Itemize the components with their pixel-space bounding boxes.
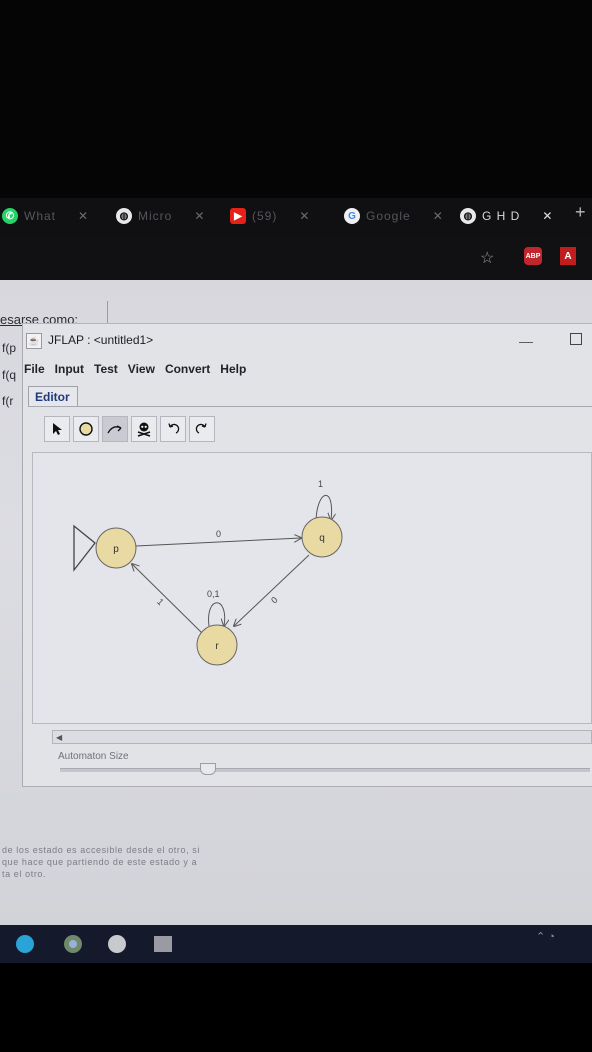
google-icon: G <box>344 208 360 224</box>
globe-icon: ◍ <box>116 208 132 224</box>
undo-tool[interactable] <box>160 416 186 442</box>
pdf-extension-icon[interactable]: A <box>560 247 576 265</box>
whatsapp-icon: ✆ <box>2 208 18 224</box>
transition-q-q[interactable] <box>315 494 332 521</box>
tab-label: Micro <box>138 209 173 223</box>
redo-tool[interactable] <box>189 416 215 442</box>
state-label: q <box>319 533 325 544</box>
close-icon[interactable]: ✕ <box>299 209 310 223</box>
document-text-line: de los estado es accesible desde el otro… <box>2 845 201 855</box>
maximize-button[interactable] <box>570 333 582 345</box>
browser-tab[interactable]: ▶ (59) ✕ <box>230 206 309 226</box>
browser-tab[interactable]: ◍ Micro ✕ <box>116 206 204 226</box>
bookmark-star-icon[interactable]: ☆ <box>480 250 495 267</box>
canvas-horizontal-scrollbar[interactable] <box>52 730 592 744</box>
document-formula: f(q <box>2 368 17 382</box>
document-formula: f(r <box>2 394 14 408</box>
browser-tab-active[interactable]: ◍ G H D ✕ <box>460 206 552 226</box>
state-p[interactable]: p <box>95 527 137 569</box>
youtube-icon: ▶ <box>230 208 246 224</box>
undo-icon <box>168 423 180 434</box>
tab-label: What <box>24 209 57 223</box>
menu-help[interactable]: Help <box>220 362 247 376</box>
window-app-icon <box>154 936 172 952</box>
menu-view[interactable]: View <box>127 362 155 376</box>
transition-r-p[interactable] <box>132 564 203 634</box>
scroll-left-arrow-icon[interactable]: ◀ <box>56 733 63 742</box>
automaton-canvas[interactable]: 0 1 0 0,1 1 p q r <box>32 452 592 724</box>
chat-app-icon <box>16 935 34 953</box>
browser-toolbar <box>0 236 592 280</box>
state-label: p <box>113 544 119 555</box>
state-label: r <box>215 641 219 652</box>
tab-label: Google <box>366 209 411 223</box>
automaton-size-label: Automaton Size <box>58 751 129 762</box>
taskbar-app-icon[interactable] <box>152 933 174 955</box>
tab-divider <box>28 406 592 407</box>
menu-input[interactable]: Input <box>54 362 84 376</box>
pointer-tool[interactable] <box>44 416 70 442</box>
tab-label: G H D <box>482 209 521 223</box>
new-tab-button[interactable]: + <box>575 202 586 222</box>
skull-icon <box>137 422 151 437</box>
state-circle-icon <box>79 422 93 436</box>
tab-label: (59) <box>252 209 278 223</box>
window-title: JFLAP : <untitled1> <box>48 333 154 347</box>
window-bottom-border <box>22 786 592 787</box>
close-icon[interactable]: ✕ <box>432 209 443 223</box>
chevron-up-icon[interactable]: ⌃ <box>536 931 546 943</box>
transition-p-q[interactable] <box>135 538 301 547</box>
close-icon[interactable]: ✕ <box>78 209 89 223</box>
adblock-extension-icon[interactable]: ABP <box>524 247 542 265</box>
transition-label: 0 <box>216 529 221 539</box>
document-text-line: ta el otro. <box>2 869 47 879</box>
transition-r-r[interactable] <box>208 602 225 626</box>
transition-label: 1 <box>155 597 166 608</box>
automaton-size-slider[interactable] <box>60 768 590 772</box>
screen-bezel-bottom <box>0 963 592 1052</box>
state-tool[interactable] <box>73 416 99 442</box>
automaton-diagram: 0 1 0 0,1 1 p q r <box>73 479 343 666</box>
state-q[interactable]: q <box>301 516 343 558</box>
globe-icon: ◍ <box>460 208 476 224</box>
menu-test[interactable]: Test <box>94 362 118 376</box>
browser-tab[interactable]: G Google ✕ <box>344 206 443 226</box>
circle-app-icon <box>108 935 126 953</box>
transition-arrow-icon <box>107 425 122 434</box>
java-icon: ☕ <box>26 333 42 349</box>
transition-q-r[interactable] <box>234 554 310 626</box>
taskbar-app-icon[interactable] <box>14 933 36 955</box>
menu-convert[interactable]: Convert <box>164 362 211 376</box>
transition-label: 0,1 <box>207 589 220 599</box>
taskbar-app-icon[interactable] <box>106 933 128 955</box>
editor-toolbar <box>44 416 215 444</box>
browser-tab[interactable]: ✆ What ✕ <box>2 206 88 226</box>
delete-tool[interactable] <box>131 416 157 442</box>
transition-tool[interactable] <box>102 416 128 442</box>
screen-bezel-top <box>0 0 592 198</box>
close-icon[interactable]: ✕ <box>194 209 205 223</box>
initial-state-marker <box>73 524 96 572</box>
browser-tab-bar: ✆ What ✕ ◍ Micro ✕ ▶ (59) ✕ G Google ✕ ◍… <box>0 198 592 236</box>
network-icon[interactable]: ◔ <box>548 931 555 943</box>
menu-bar: File Input Test View Convert Help <box>24 362 592 382</box>
minimize-button[interactable]: — <box>519 333 533 349</box>
state-r[interactable]: r <box>196 624 238 666</box>
transition-label: 0 <box>269 595 280 606</box>
menu-file[interactable]: File <box>24 362 45 376</box>
tab-editor[interactable]: Editor <box>28 386 78 406</box>
automaton-size-slider-thumb[interactable] <box>200 763 217 775</box>
chrome-icon <box>64 935 82 953</box>
taskbar-app-icon[interactable] <box>62 933 84 955</box>
cursor-arrow-icon <box>53 423 62 435</box>
redo-icon <box>195 423 207 434</box>
system-tray[interactable]: ⌃ ◔ <box>536 930 555 943</box>
document-formula: f(p <box>2 341 17 355</box>
transition-label: 1 <box>318 479 323 489</box>
close-icon[interactable]: ✕ <box>542 209 553 223</box>
taskbar <box>0 925 592 963</box>
document-text-line: que hace que partiendo de este estado y … <box>2 857 198 867</box>
